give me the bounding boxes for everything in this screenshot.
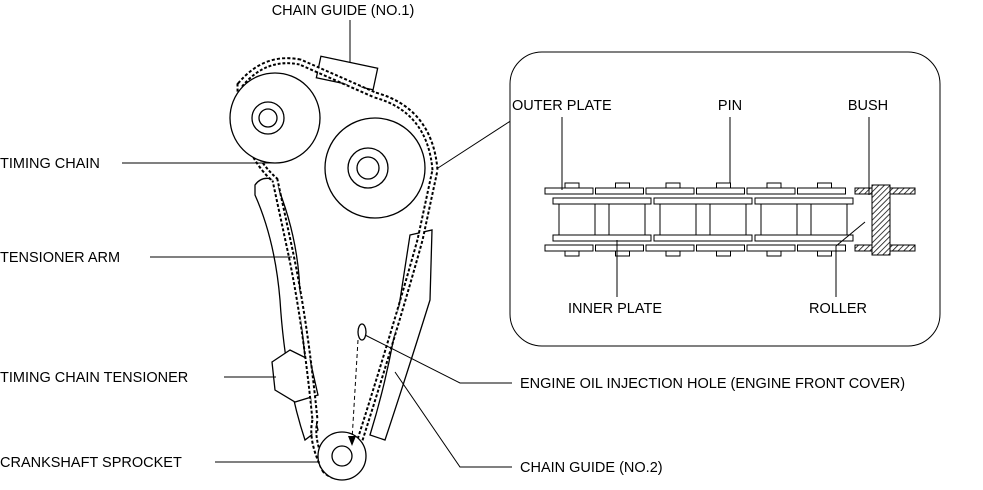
roller (659, 203, 697, 236)
label-bush: BUSH (848, 98, 888, 114)
roller (810, 203, 848, 236)
pin-head (766, 250, 782, 257)
outer-plate (746, 187, 796, 195)
label-pin: PIN (718, 98, 742, 114)
roller (558, 203, 596, 236)
inner-plate (552, 197, 652, 205)
label-chain-guide-1: CHAIN GUIDE (NO.1) (272, 3, 415, 19)
chain-detail-inset: OUTER PLATE PIN BUSH INNER PLATE ROLLER (509, 51, 941, 347)
oil-flow-arrow (351, 339, 359, 441)
pin-head (615, 250, 630, 257)
pin-head (615, 182, 630, 189)
label-timing-chain-tensioner: TIMING CHAIN TENSIONER (0, 370, 188, 386)
roller (608, 203, 646, 236)
label-timing-chain: TIMING CHAIN (0, 156, 100, 172)
pin-head (817, 250, 832, 257)
inner-plate (552, 234, 652, 242)
inner-plate (754, 234, 854, 242)
inner-plate (754, 197, 854, 205)
outer-plate (797, 244, 846, 252)
outer-plate (595, 187, 644, 195)
pin-head (716, 182, 731, 189)
label-outer-plate: OUTER PLATE (512, 98, 612, 114)
roller (760, 203, 798, 236)
outer-plate (696, 244, 745, 252)
pin-head (665, 250, 681, 257)
pin-head (716, 250, 731, 257)
pin-head (665, 182, 681, 189)
label-crankshaft-sprocket: CRANKSHAFT SPROCKET (0, 455, 182, 471)
outer-plate (544, 187, 594, 195)
outer-plate (544, 244, 594, 252)
label-roller: ROLLER (809, 301, 867, 317)
label-tensioner-arm: TENSIONER ARM (0, 250, 120, 266)
pin-head (564, 250, 580, 257)
label-chain-guide-2: CHAIN GUIDE (NO.2) (520, 460, 663, 476)
outer-plate (797, 187, 846, 195)
leader-lines (122, 20, 513, 468)
oil-injection-hole (357, 323, 367, 341)
roller (709, 203, 747, 236)
outer-plate (645, 187, 695, 195)
pin-head (817, 182, 832, 189)
pin-head (766, 182, 782, 189)
inner-plate (653, 197, 753, 205)
label-inner-plate: INNER PLATE (568, 301, 662, 317)
chain-guide-2 (369, 229, 433, 441)
outer-plate (696, 187, 745, 195)
outer-plate (595, 244, 644, 252)
label-oil-injection-hole: ENGINE OIL INJECTION HOLE (ENGINE FRONT … (520, 376, 905, 392)
engine-assembly (229, 55, 439, 481)
outer-plate (645, 244, 695, 252)
outer-plate (746, 244, 796, 252)
inner-plate (653, 234, 753, 242)
pin-head (564, 182, 580, 189)
